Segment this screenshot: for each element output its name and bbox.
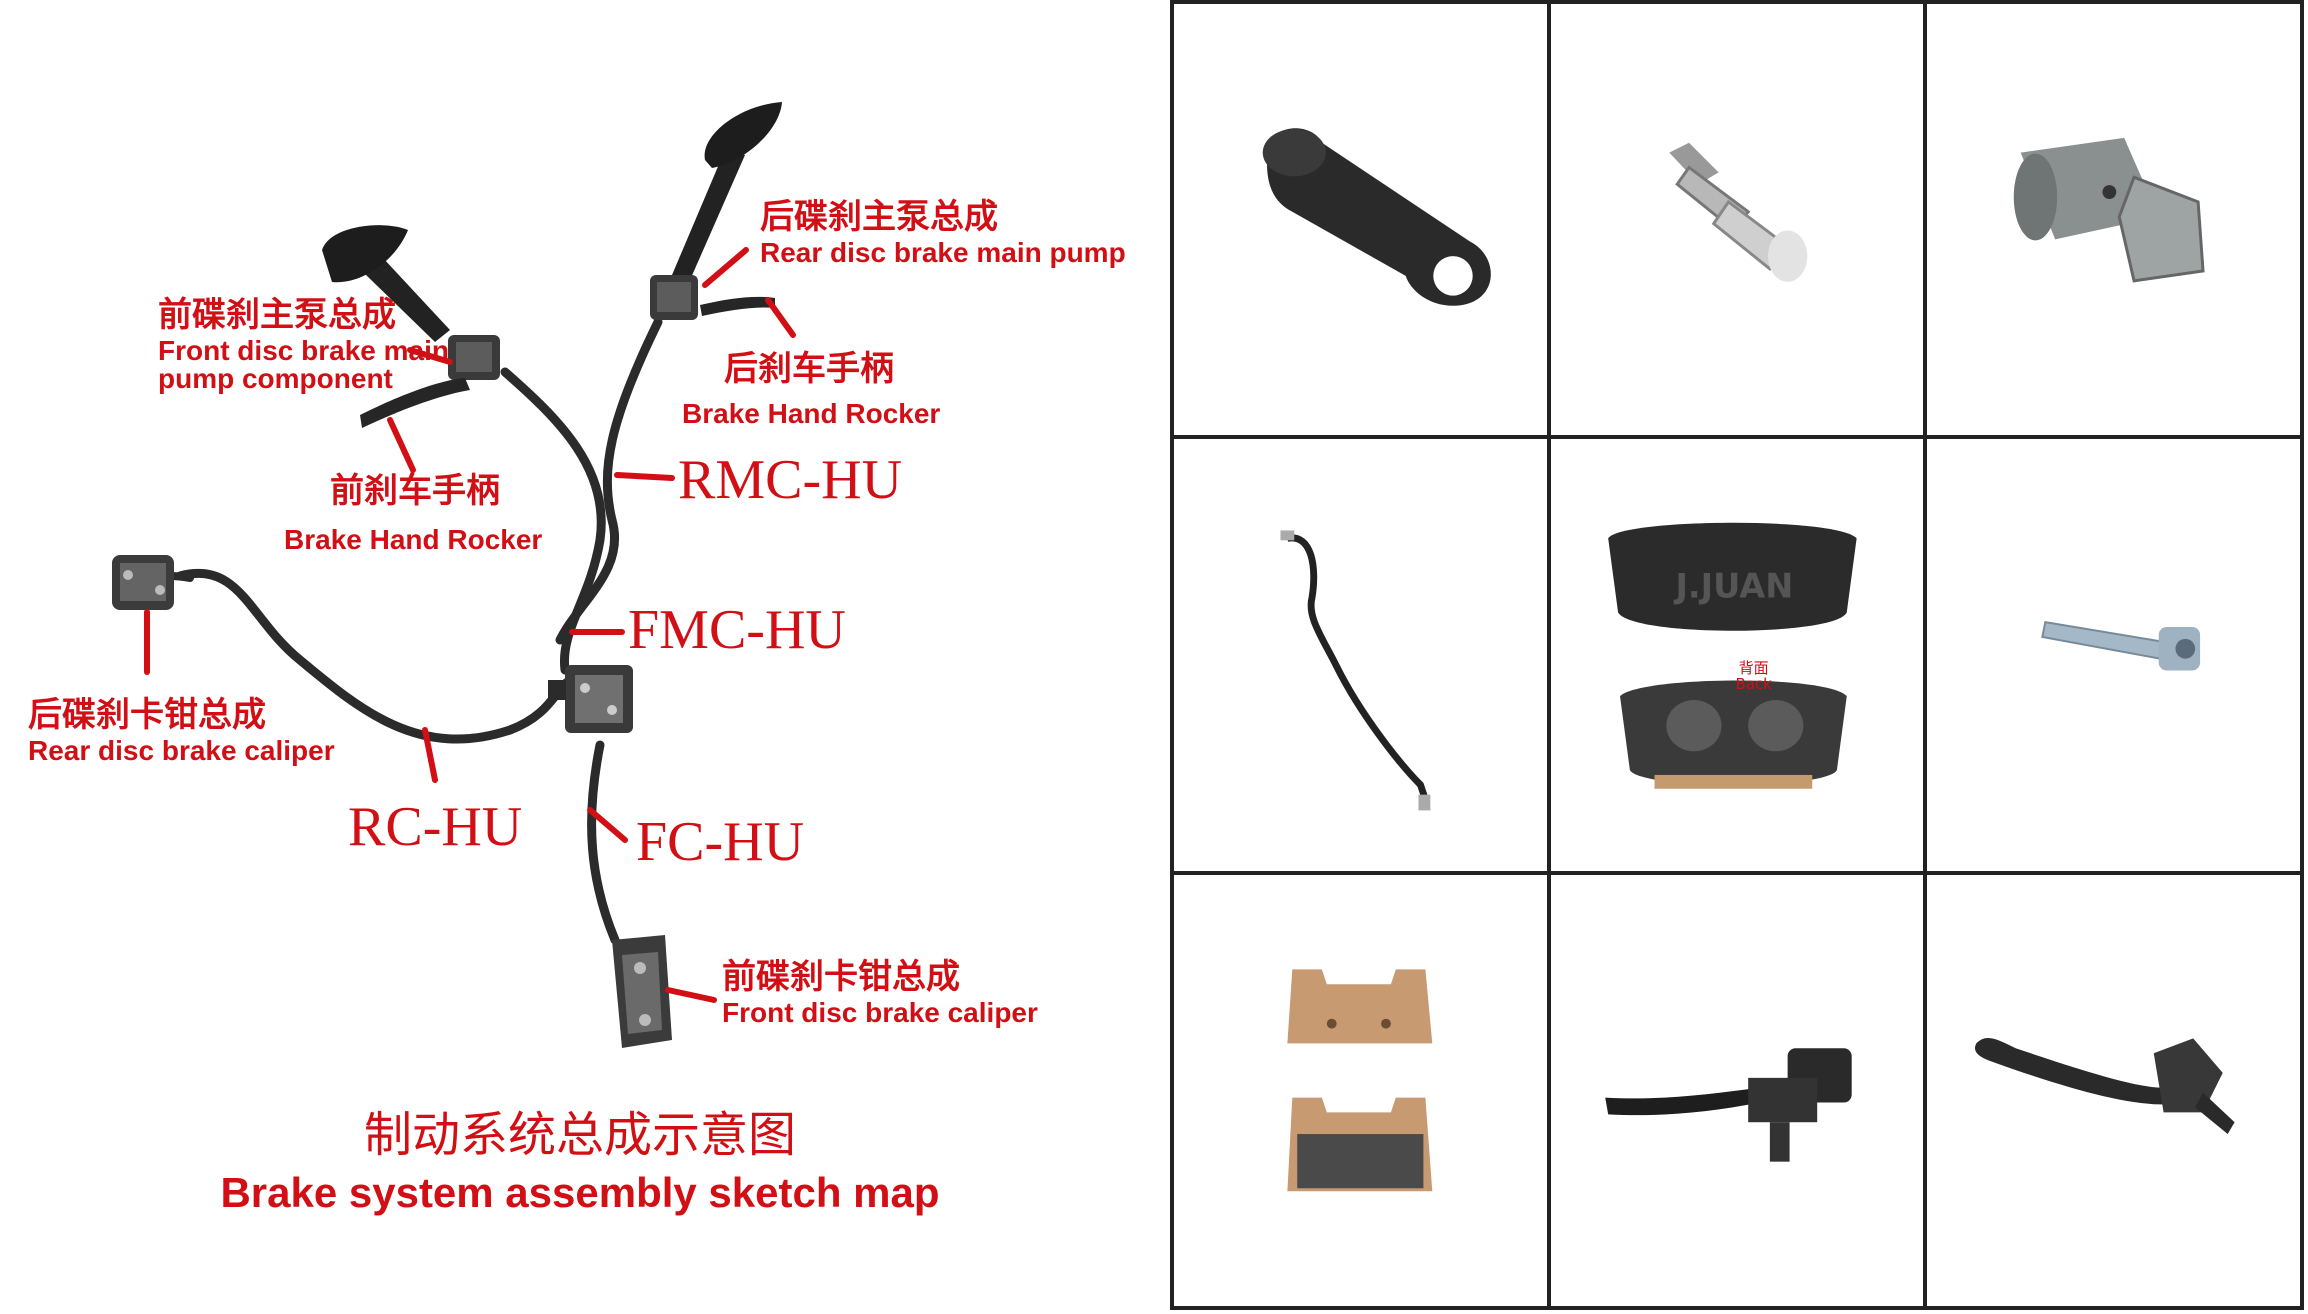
fmc-hose (500, 367, 606, 675)
front-caliper-icon (612, 935, 672, 1048)
brake-system-diagram (112, 102, 796, 1048)
rear-caliper-label: 后碟刹卡钳总成 Rear disc brake caliper (28, 695, 335, 767)
parts-grid: J.JUAN 背面 Back (1170, 0, 2304, 1310)
rmc-hu-label: RMC-HU (678, 449, 903, 511)
fc-hose (587, 740, 620, 945)
rear-lever-label-en: Brake Hand Rocker (682, 398, 941, 429)
diagram-title: 制动系统总成示意图 Brake system assembly sketch m… (220, 1107, 940, 1217)
fc-hu-label: FC-HU (636, 811, 805, 873)
front-lever-label-en: Brake Hand Rocker (284, 524, 543, 555)
brake-lever-icon (1975, 1037, 2235, 1134)
hydraulic-unit-icon (548, 665, 633, 733)
socket-bolt-icon (2041, 621, 2201, 671)
part-cell-socket-bolt (1925, 437, 2302, 873)
part-cell-brake-lever (1925, 872, 2302, 1308)
front-lever-label: 前刹车手柄 (330, 471, 500, 511)
fmc-hu-label: FMC-HU (628, 599, 846, 661)
part-cell-banjo-bolt (1925, 2, 2302, 438)
part-cell-brake-hose (1172, 437, 1549, 873)
rmc-hose (555, 317, 663, 645)
back-label: 背面 Back (1735, 659, 1772, 694)
bleeder-cap-icon (1262, 128, 1491, 306)
front-master-cylinder-icon (322, 225, 500, 428)
rc-hose (175, 569, 575, 744)
part-cell-master-cylinder (1548, 872, 1926, 1308)
rc-hu-label: RC-HU (348, 796, 523, 858)
part-cell-bleeder-cap (1172, 2, 1549, 438)
brake-hose-icon (1280, 530, 1431, 811)
caliper-logo: J.JUAN (1673, 567, 1793, 606)
rear-pump-label: 后碟刹主泵总成 Rear disc brake main pump (760, 197, 1126, 269)
front-caliper-label: 前碟刹卡钳总成 Front disc brake caliper (722, 957, 1038, 1029)
part-cell-bleed-screw (1548, 2, 1926, 438)
rear-lever-label: 后刹车手柄 (724, 349, 894, 389)
bleed-screw-icon (1668, 142, 1807, 282)
part-cell-brake-pads (1172, 872, 1549, 1308)
part-cell-brake-caliper: J.JUAN 背面 Back (1548, 437, 1926, 873)
brake-pads-icon (1287, 969, 1433, 1191)
rear-caliper-icon (112, 555, 174, 610)
brake-caliper-icon: J.JUAN (1607, 523, 1857, 790)
front-pump-label: 前碟刹主泵总成 Front disc brake main pump compo… (158, 295, 449, 395)
master-cylinder-lever-icon (1604, 1047, 1852, 1162)
rear-master-cylinder-icon (650, 102, 782, 320)
banjo-bolt-icon (2014, 137, 2205, 283)
